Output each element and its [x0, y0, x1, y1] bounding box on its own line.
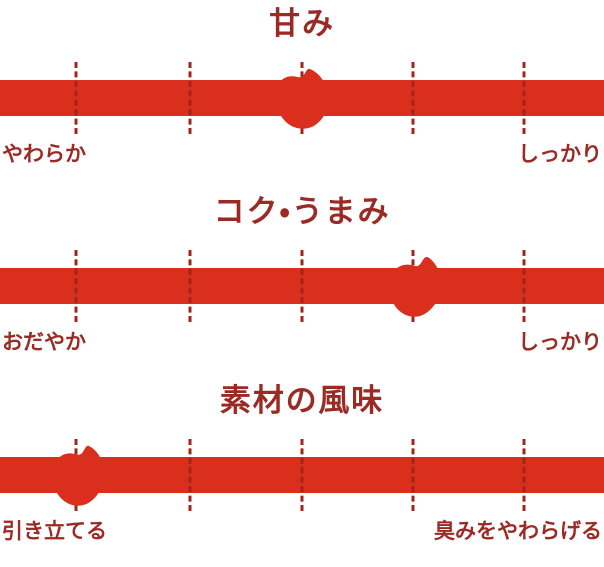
scale-track[interactable]: [0, 250, 604, 322]
taste-scale-ingredient-flavor: 素材の風味 引き立てる 臭みをやわらげる: [0, 377, 604, 567]
scale-track[interactable]: [0, 439, 604, 511]
scale-title: コク・うまみ: [213, 194, 391, 230]
scale-tick-1: [74, 250, 78, 322]
scale-title: 素材の風味: [219, 383, 385, 419]
scale-left-anchor-label: やわらか: [2, 142, 86, 166]
scale-tick-2: [188, 62, 192, 134]
taste-scale-sweetness: 甘み やわらか しっかり: [0, 0, 604, 190]
scale-right-anchor-label: 臭みをやわらげる: [434, 519, 602, 543]
scale-tick-5: [522, 62, 526, 134]
taste-scale-richness-umami: コク・うまみ おだやか しっかり: [0, 188, 604, 378]
scale-right-anchor-label: しっかり: [518, 330, 602, 354]
scale-tick-4: [411, 439, 415, 511]
scale-tick-3: [300, 250, 304, 322]
scale-track[interactable]: [0, 62, 604, 134]
scale-tick-2: [188, 250, 192, 322]
scale-tick-4: [411, 62, 415, 134]
scale-title: 甘み: [269, 6, 335, 42]
scale-tick-5: [522, 439, 526, 511]
scale-marker-leaf-icon[interactable]: [388, 256, 444, 318]
scale-marker-leaf-icon[interactable]: [274, 68, 330, 130]
scale-right-anchor-label: しっかり: [518, 142, 602, 166]
scale-tick-3: [300, 439, 304, 511]
scale-left-anchor-label: おだやか: [2, 330, 86, 354]
scale-tick-5: [522, 250, 526, 322]
scale-tick-1: [74, 62, 78, 134]
scale-tick-2: [188, 439, 192, 511]
scale-marker-leaf-icon[interactable]: [51, 445, 107, 507]
scale-left-anchor-label: 引き立てる: [2, 519, 107, 543]
